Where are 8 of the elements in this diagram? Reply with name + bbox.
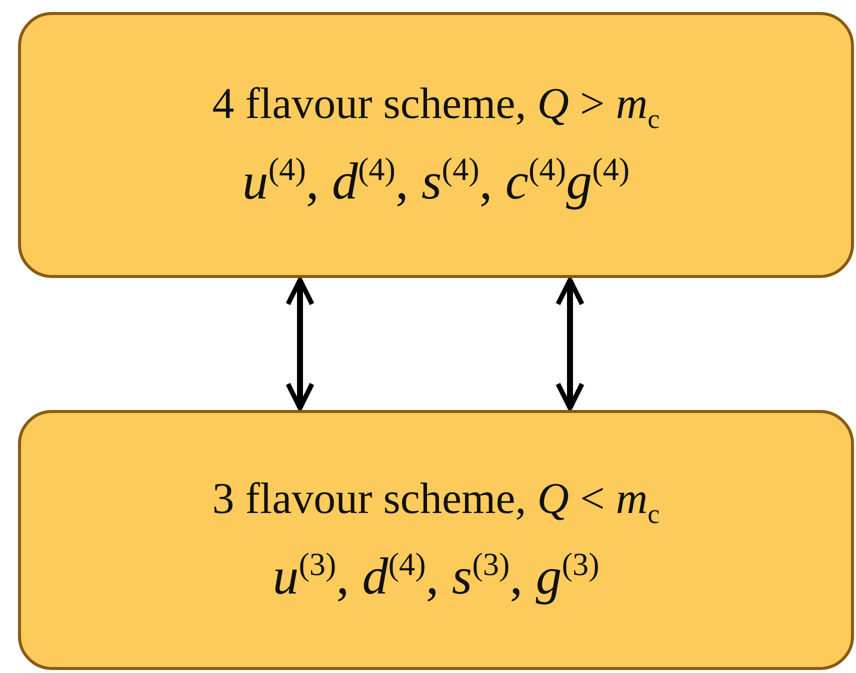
scheme-title: 4 flavour scheme, Q > m$_{c}$ — [212, 80, 660, 134]
scheme-box — [18, 12, 854, 278]
double-arrow — [286, 278, 314, 410]
double-arrow — [556, 278, 584, 410]
scheme-title: 3 flavour scheme, Q < m$_{c}$ — [212, 474, 660, 529]
parton-list: u$^{(3)}$, d$^{(4)}$, s$^{(3)}$, g$^{(3)}$ — [272, 546, 600, 606]
scheme-box — [18, 410, 854, 670]
parton-list: u$^{(4)}$, d$^{(4)}$, s$^{(4)}$, c$^{(4)}$g$^{(4)}$ — [242, 152, 630, 210]
